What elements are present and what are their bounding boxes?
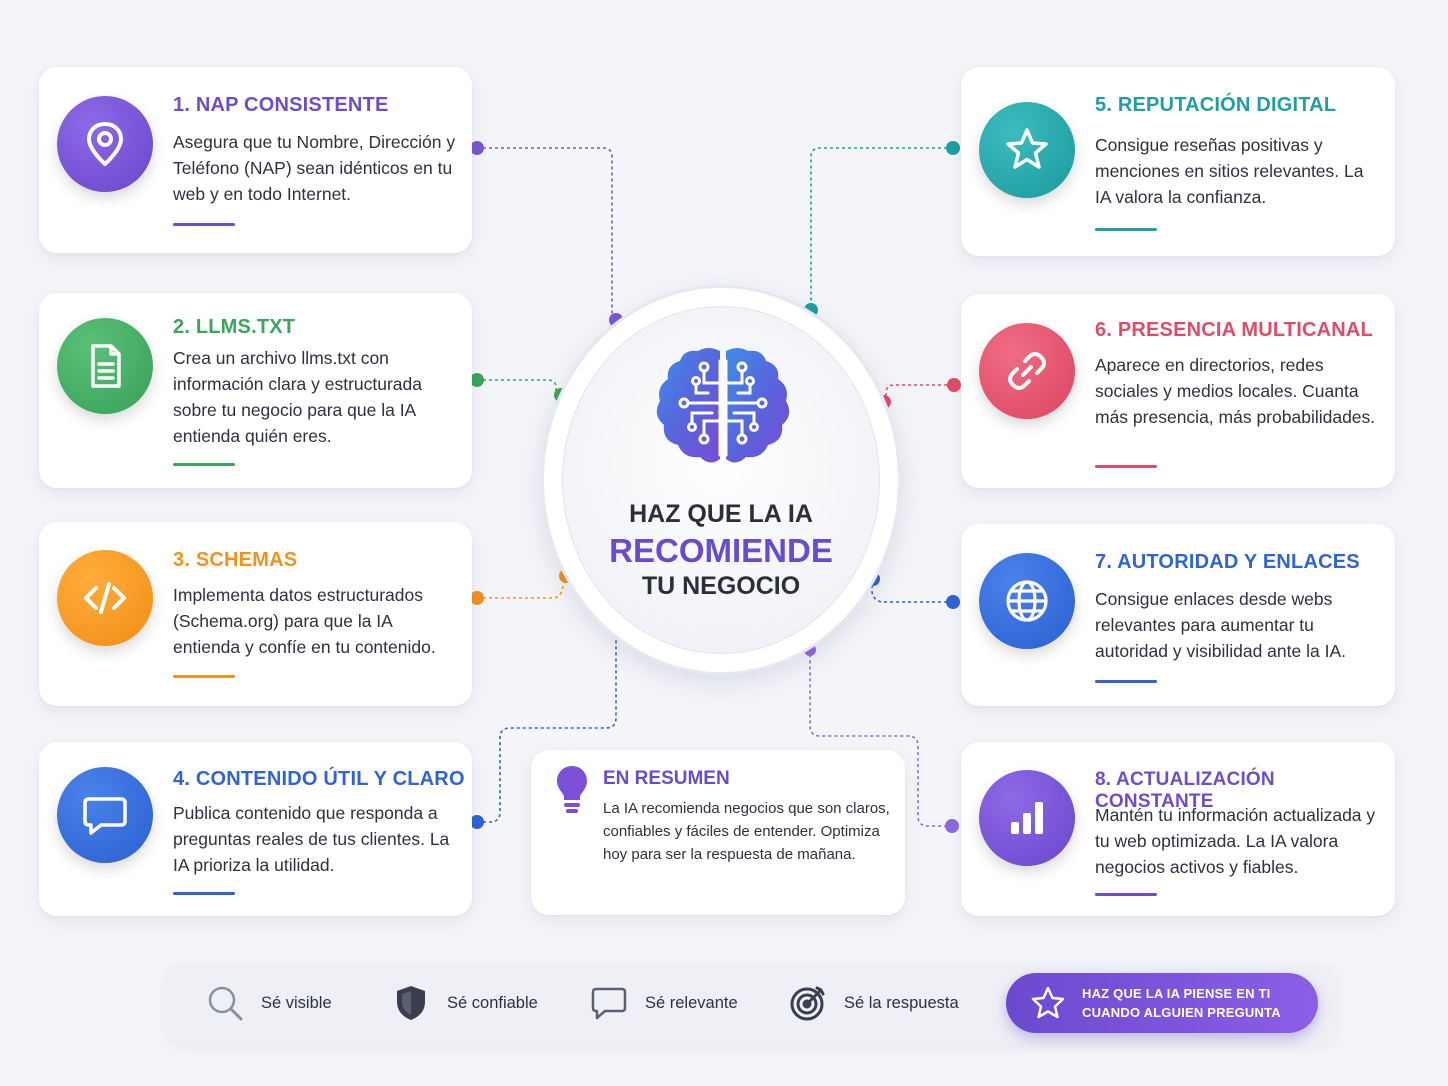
card-underline <box>173 223 235 226</box>
card-title: 6. PRESENCIA MULTICANAL <box>1095 319 1373 341</box>
bottom-item-label: Sé visible <box>261 993 332 1012</box>
connector-2 <box>477 379 557 395</box>
target-icon <box>790 986 825 1021</box>
star-icon <box>1031 986 1065 1019</box>
card-underline <box>173 892 235 895</box>
card-underline <box>1095 893 1157 896</box>
lightbulb-icon <box>557 766 587 813</box>
search-icon <box>208 986 243 1021</box>
cta-line1: HAZ QUE LA IA PIENSE EN TI <box>1082 986 1271 1001</box>
card-title: 1. NAP CONSISTENTE <box>173 94 389 116</box>
summary-card: EN RESUMEN La IA recomienda negocios que… <box>531 750 905 915</box>
card-text: Consigue reseñas positivas y menciones e… <box>1095 135 1364 207</box>
connector-6 <box>885 384 953 402</box>
connector-5 <box>810 147 953 310</box>
card-title: 8. ACTUALIZACIÓN CONSTANTE <box>1095 769 1275 812</box>
card-schemas: 3. SCHEMAS Implementa datos estructurado… <box>39 522 472 706</box>
bar-chart-icon <box>979 770 1075 866</box>
card-underline <box>1095 465 1157 468</box>
card-text: Consigue enlaces desde webs relevantes p… <box>1095 589 1346 661</box>
cta-text: HAZ QUE LA IA PIENSE EN TI CUANDO ALGUIE… <box>1082 984 1281 1022</box>
card-text: Aparece en directorios, redes sociales y… <box>1095 355 1376 427</box>
connector-3 <box>477 575 567 599</box>
card-underline <box>1095 228 1157 231</box>
summary-title: EN RESUMEN <box>603 768 730 789</box>
bottom-item-relevante: Sé relevante <box>589 963 738 1043</box>
card-text: Implementa datos estructurados (Schema.o… <box>173 585 436 657</box>
bottom-item-visible: Sé visible <box>205 963 332 1043</box>
card-contenido: 4. CONTENIDO ÚTIL Y CLARO Publica conten… <box>39 742 472 916</box>
link-icon <box>979 323 1075 419</box>
shield-icon <box>397 986 425 1020</box>
card-underline <box>173 463 235 466</box>
card-title: 7. AUTORIDAD Y ENLACES <box>1095 551 1360 573</box>
card-reputacion: 5. REPUTACIÓN DIGITAL Consigue reseñas p… <box>961 67 1395 256</box>
chat-bubble-icon <box>57 767 153 863</box>
card-autoridad: 7. AUTORIDAD Y ENLACES Consigue enlaces … <box>961 524 1395 706</box>
cta-button[interactable]: HAZ QUE LA IA PIENSE EN TI CUANDO ALGUIE… <box>1006 973 1318 1033</box>
chat-icon <box>591 987 627 1020</box>
center-title-line2: RECOMIENDE <box>609 532 833 569</box>
location-pin-icon <box>57 96 153 192</box>
connector-1 <box>477 147 613 320</box>
card-underline <box>1095 680 1157 683</box>
document-icon <box>57 318 153 414</box>
card-llms-txt: 2. LLMS.TXT Crea un archivo llms.txt con… <box>39 293 472 488</box>
code-icon <box>57 550 153 646</box>
bottom-item-label: Sé confiable <box>447 993 538 1012</box>
connector-7 <box>871 580 953 603</box>
bottom-item-label: Sé relevante <box>645 993 738 1012</box>
card-text: Asegura que tu Nombre, Dirección y Teléf… <box>173 132 456 204</box>
card-text: Publica contenido que responda a pregunt… <box>173 803 450 875</box>
card-nap: 1. NAP CONSISTENTE Asegura que tu Nombre… <box>39 67 472 253</box>
brain-icon <box>656 348 790 463</box>
card-text: Mantén tu información actualizada y tu w… <box>1095 805 1376 877</box>
center-title-line1: HAZ QUE LA IA <box>629 500 813 528</box>
card-text: Crea un archivo llms.txt con información… <box>173 348 422 446</box>
card-title: 4. CONTENIDO ÚTIL Y CLARO <box>173 768 465 790</box>
card-actualizacion: 8. ACTUALIZACIÓN CONSTANTE Mantén tu inf… <box>961 742 1395 916</box>
star-icon <box>979 102 1075 198</box>
card-title: 2. LLMS.TXT <box>173 316 296 338</box>
bottom-item-respuesta: Sé la respuesta <box>788 963 959 1043</box>
globe-icon <box>979 553 1075 649</box>
bottom-item-label: Sé la respuesta <box>844 993 959 1012</box>
card-underline <box>173 675 235 678</box>
card-presencia: 6. PRESENCIA MULTICANAL Aparece en direc… <box>961 294 1395 488</box>
bottom-item-confiable: Sé confiable <box>391 963 538 1043</box>
cta-line2: CUANDO ALGUIEN PREGUNTA <box>1082 1005 1281 1020</box>
card-title: 5. REPUTACIÓN DIGITAL <box>1095 94 1337 116</box>
card-title: 3. SCHEMAS <box>173 549 298 571</box>
center-title-line3: TU NEGOCIO <box>641 572 801 600</box>
summary-text: La IA recomienda negocios que son claros… <box>603 800 890 863</box>
